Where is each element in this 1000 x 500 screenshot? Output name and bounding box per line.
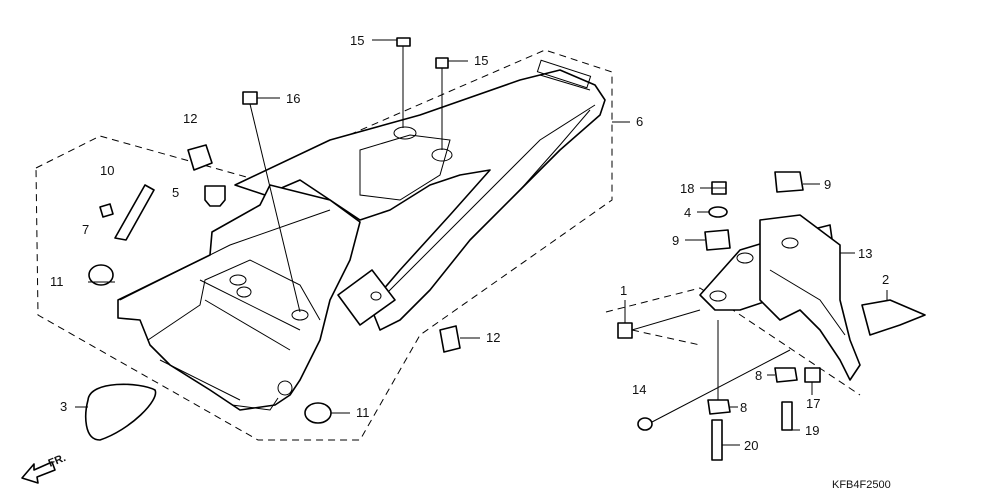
screw-1 — [617, 322, 633, 339]
callout-18: 18 — [680, 181, 694, 196]
screw-lower — [637, 417, 653, 431]
inner-fender — [117, 184, 361, 411]
strap-7 — [114, 184, 155, 241]
callout-17: 17 — [806, 396, 820, 411]
callout-9b: 9 — [672, 233, 679, 248]
callout-20: 20 — [744, 438, 758, 453]
pad-10 — [99, 203, 114, 218]
callout-16: 16 — [286, 91, 300, 106]
callout-9a: 9 — [824, 177, 831, 192]
callout-5: 5 — [172, 185, 179, 200]
front-label: FR. — [47, 452, 68, 470]
callout-12b: 12 — [486, 330, 500, 345]
callout-19: 19 — [805, 423, 819, 438]
washer-4 — [708, 206, 728, 218]
damper-9a — [774, 171, 804, 193]
callout-14: 14 — [632, 382, 646, 397]
callout-2: 2 — [882, 272, 889, 287]
taillight-bracket — [699, 214, 861, 381]
callout-4: 4 — [684, 205, 691, 220]
grommet-11b — [304, 402, 332, 424]
bolt-16 — [242, 91, 301, 313]
callout-12a: 12 — [183, 111, 197, 126]
taillight-group-outline — [605, 287, 861, 396]
callout-7: 7 — [82, 222, 89, 237]
front-direction-indicator: FR. — [21, 452, 68, 484]
clip-nut-12a — [187, 144, 213, 171]
callout-1: 1 — [620, 283, 627, 298]
nut-17 — [804, 367, 821, 383]
assembly-group-outline — [35, 49, 613, 441]
callout-11a: 11 — [50, 274, 64, 289]
arrow-icon — [21, 461, 56, 484]
callout-10: 10 — [100, 163, 114, 178]
grommet-11a — [88, 264, 114, 286]
callout-8a: 8 — [755, 368, 762, 383]
collar-8b — [707, 399, 731, 415]
clip-nut-12b — [439, 325, 461, 353]
callout-15a: 15 — [350, 33, 364, 48]
callout-11b: 11 — [356, 405, 370, 420]
callout-15b: 15 — [474, 53, 488, 68]
collar-8a — [774, 367, 798, 383]
band-3 — [85, 383, 157, 441]
reflector-2 — [861, 299, 926, 336]
bolt-15a — [396, 37, 411, 128]
callout-6: 6 — [636, 114, 643, 129]
bolt-15b — [435, 57, 449, 150]
leader-lines — [75, 39, 888, 446]
bolt-19 — [781, 401, 793, 431]
bolt-20 — [711, 419, 723, 461]
callout-8b: 8 — [740, 400, 747, 415]
damper-9b — [704, 229, 731, 251]
rear-fender — [234, 59, 606, 331]
cushion-5 — [204, 185, 226, 207]
diagram-code: KFB4F2500 — [832, 479, 891, 491]
callout-13: 13 — [858, 246, 872, 261]
callout-3: 3 — [60, 399, 67, 414]
